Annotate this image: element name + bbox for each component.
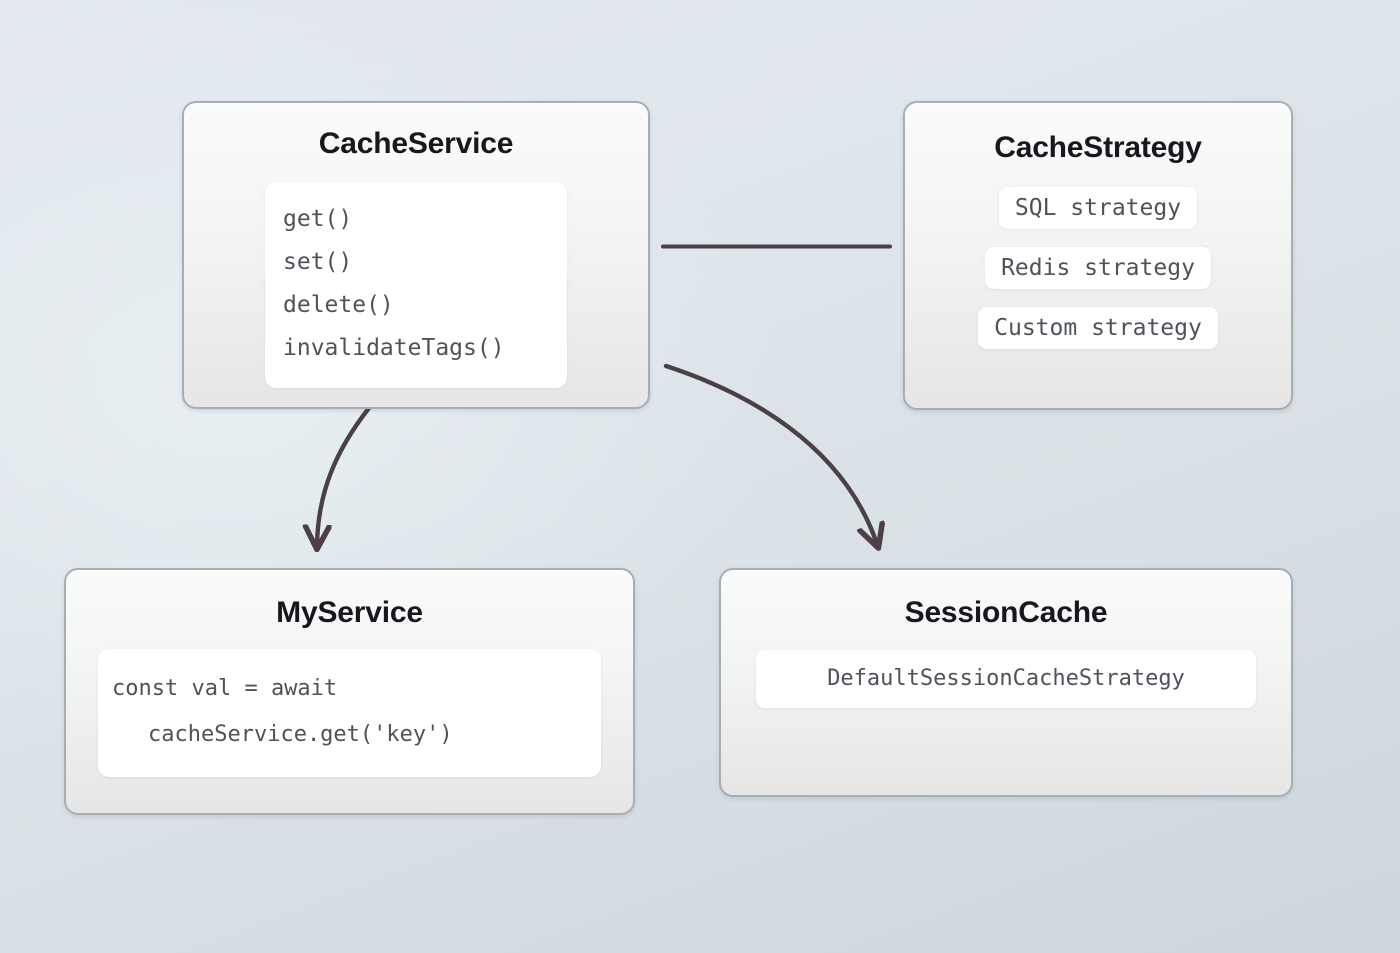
cache-strategy-list: SQL strategy Redis strategy Custom strat… [905,187,1291,349]
node-session-cache[interactable]: SessionCache DefaultSessionCacheStrategy [719,568,1293,797]
node-my-service-title: MyService [276,596,423,629]
cache-service-methods-panel: get() set() delete() invalidateTags() [265,182,567,388]
my-service-code-panel: const val = await cacheService.get('key'… [98,649,601,777]
node-cache-strategy[interactable]: CacheStrategy SQL strategy Redis strateg… [903,101,1293,410]
method-item: get() [283,206,353,232]
strategy-chip-redis[interactable]: Redis strategy [985,247,1211,289]
node-my-service[interactable]: MyService const val = await cacheService… [64,568,635,815]
method-item: delete() [283,292,394,318]
method-item: invalidateTags() [283,335,505,361]
strategy-chip-sql[interactable]: SQL strategy [998,187,1198,229]
node-cache-service[interactable]: CacheService get() set() delete() invali… [182,101,650,409]
edge-cache-service-to-my-service [317,405,372,545]
node-cache-service-title: CacheService [318,127,514,160]
code-line: const val = await [112,676,338,701]
strategy-chip-custom[interactable]: Custom strategy [978,307,1218,349]
node-cache-strategy-title: CacheStrategy [994,131,1202,164]
edge-cache-service-to-session-cache [663,363,877,544]
method-item: set() [283,249,353,275]
code-line: cacheService.get('key') [148,722,453,747]
session-cache-strategy-chip[interactable]: DefaultSessionCacheStrategy [756,650,1256,708]
node-session-cache-title: SessionCache [904,596,1108,629]
